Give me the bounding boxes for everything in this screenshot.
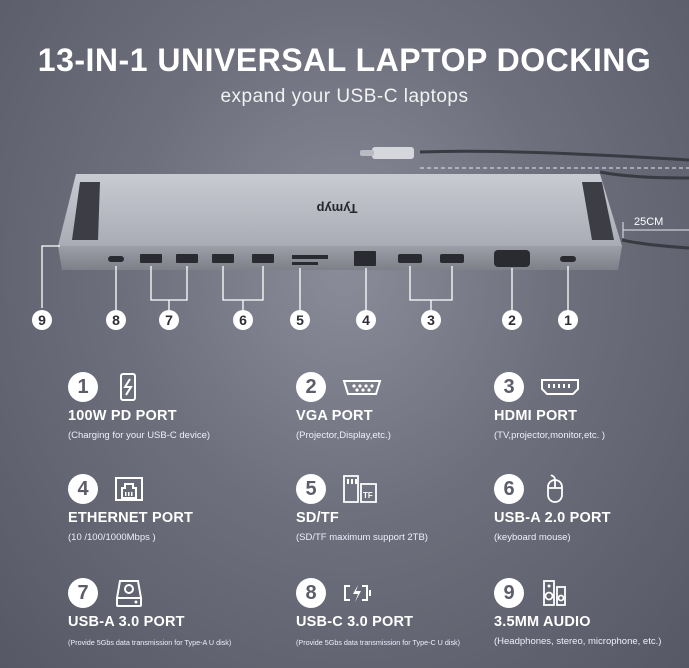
callout-2: 2 [502,310,522,330]
feature-number: 1 [68,372,98,402]
callout-8: 8 [106,310,126,330]
callout-4: 4 [356,310,376,330]
callout-3: 3 [421,310,441,330]
feature-description: (Charging for your USB-C device) [68,430,211,441]
sd-tf-card-icon: TF [343,475,377,503]
usb-c-connector [372,147,414,159]
feature-number: 9 [494,578,524,608]
feature-number: 7 [68,578,98,608]
callout-1: 1 [558,310,578,330]
feature-number: 5 [296,474,326,504]
pd-charging-icon [120,373,136,401]
feature-description: (keyboard mouse) [494,532,571,543]
feature-number: 4 [68,474,98,504]
callout-6: 6 [233,310,253,330]
speaker-icon [543,580,566,606]
feature-name: VGA PORT [296,408,373,424]
vga-port-icon [342,380,382,395]
brand-logo: Tymyp [316,201,357,216]
hdmi-port-icon [541,379,579,395]
page-subtitle: expand your USB-C laptops [220,86,469,107]
feature-number: 2 [296,372,326,402]
callout-9: 9 [32,310,52,330]
feature-description: (Provide 5Gbs data transmission for Type… [68,638,232,647]
dock-front [58,246,622,270]
svg-text:TF: TF [363,491,373,500]
feature-description: (SD/TF maximum support 2TB) [296,532,428,543]
feature-name: HDMI PORT [494,408,578,424]
callout-7: 7 [159,310,179,330]
usb-c-port [108,256,124,262]
mouse-icon [547,474,563,503]
feature-name: USB-A 2.0 PORT [494,510,611,526]
callout-5: 5 [290,310,310,330]
usb-c-cable [419,149,689,162]
dock-top [58,174,622,246]
feature-number: 6 [494,474,524,504]
feature-name: USB-C 3.0 PORT [296,614,414,630]
feature-name: ETHERNET PORT [68,510,194,526]
docking-station-illustration: Tymyp [58,147,689,270]
usb-c-transfer-icon [344,585,371,602]
cable-length-label: 25CM [634,216,664,228]
feature-name: SD/TF [296,510,339,526]
ethernet-port-icon [115,477,143,501]
feature-description: (Provide 5Gbs data transmission for Type… [296,638,461,647]
page-title: 13-IN-1 UNIVERSAL LAPTOP DOCKING [37,42,652,78]
feature-description: (Headphones, stereo, microphone, etc.) [494,636,662,647]
feature-description: (10 /100/1000Mbps ) [68,532,156,543]
feature-number: 8 [296,578,326,608]
feature-number: 3 [494,372,524,402]
feature-name: 3.5MM AUDIO [494,614,591,630]
feature-description: (Projector,Display,etc.) [296,430,391,441]
hard-disk-icon [115,580,143,607]
feature-name: USB-A 3.0 PORT [68,614,185,630]
feature-name: 100W PD PORT [68,408,177,424]
feature-description: (TV,projector,monitor,etc. ) [494,430,606,441]
